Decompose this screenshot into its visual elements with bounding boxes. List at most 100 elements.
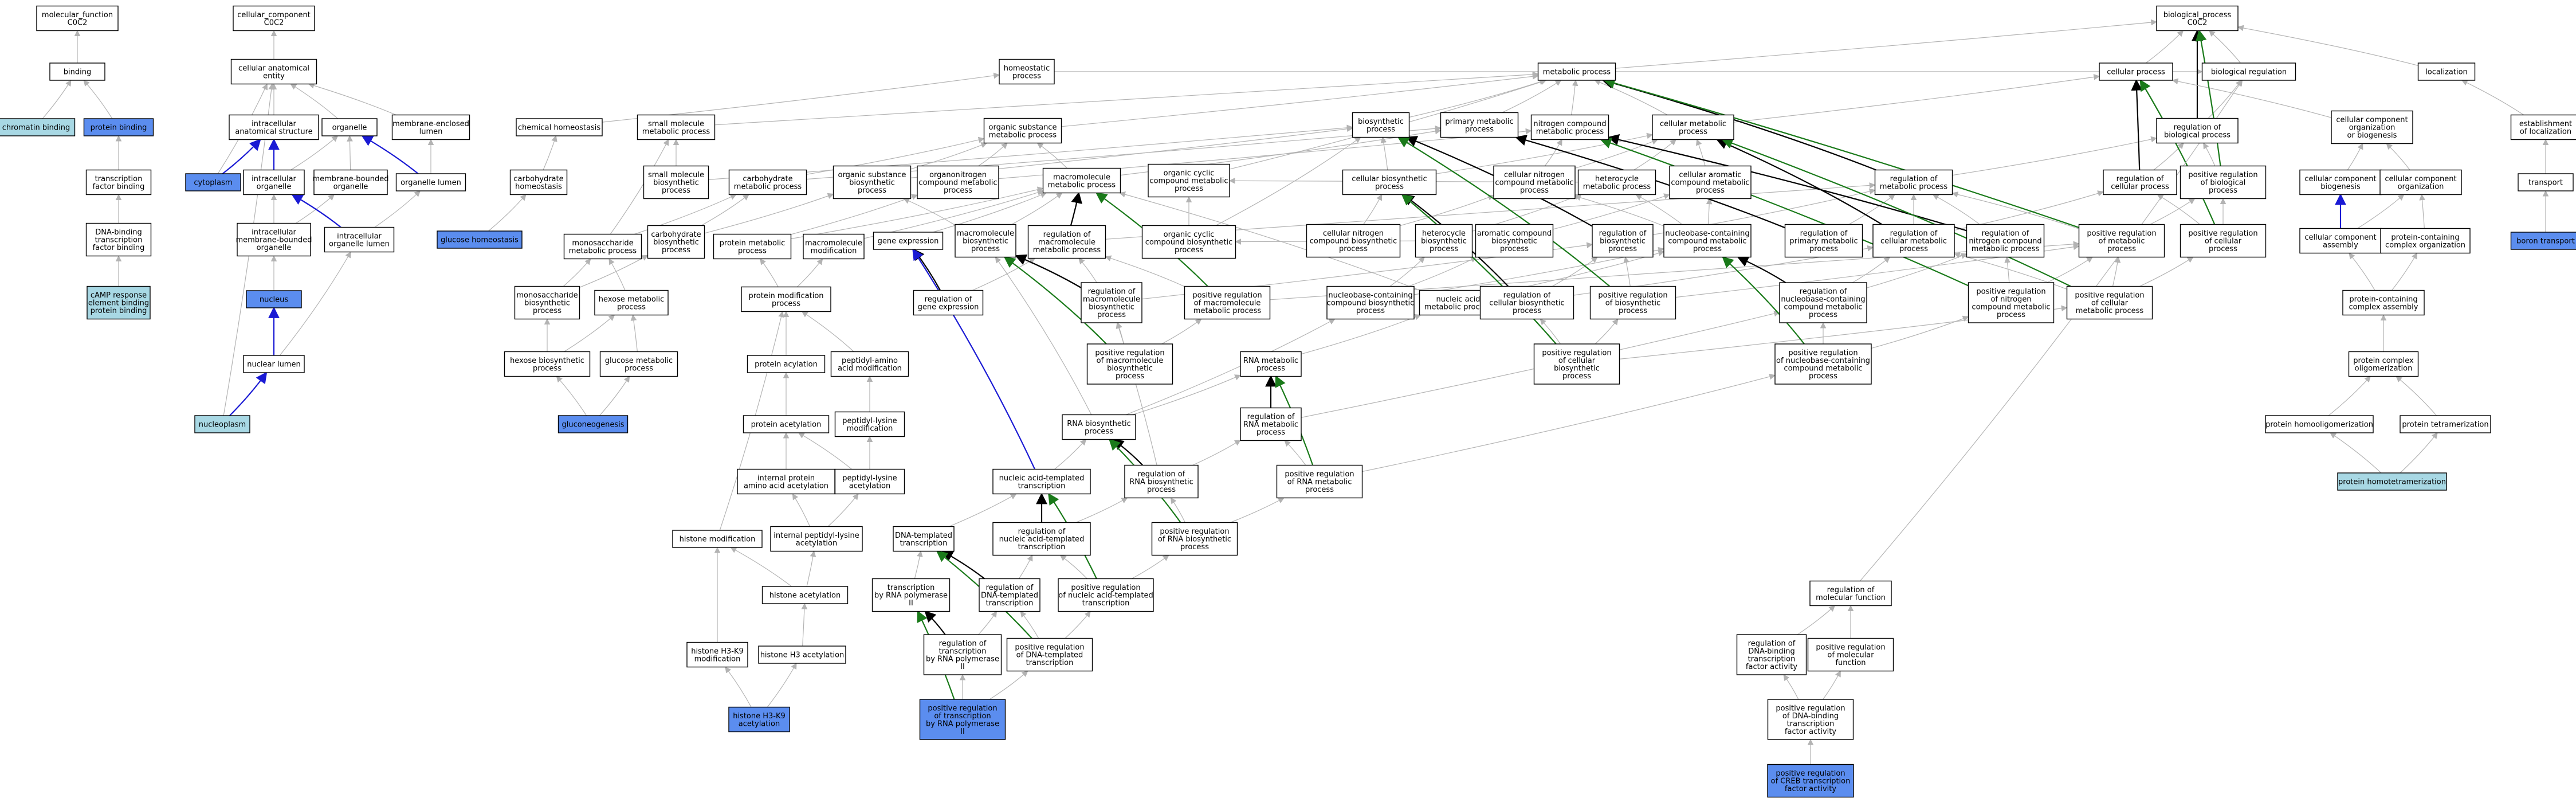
term-label-line: biosynthetic	[1491, 237, 1537, 246]
term-label-line: organelle lumen	[329, 240, 390, 248]
edge-positively-regulates	[1003, 256, 1107, 345]
term-label-line: by RNA polymerase	[874, 592, 948, 600]
edge-is-a	[1284, 440, 1306, 466]
edge-is-a	[1848, 194, 1895, 225]
term-label: metabolic process	[1543, 68, 1611, 77]
edge-is-a	[708, 124, 1353, 180]
edge-is-a	[1706, 198, 1713, 225]
term-label-line: cellular metabolic	[1660, 120, 1726, 128]
term-box	[2265, 415, 2374, 433]
term-label-line: protein acetylation	[751, 421, 822, 429]
term-label-line: histone modification	[680, 535, 756, 544]
term-box	[983, 118, 1062, 144]
edge-is-a	[792, 493, 811, 527]
term-box	[834, 411, 905, 437]
go-term-biological-regulation: biological regulation	[2201, 62, 2296, 81]
term-label-line: transcription	[95, 236, 143, 245]
edge-is-a	[1230, 497, 1285, 523]
term-label-line: transcription	[1787, 719, 1835, 728]
term-label-line: nucleic acid-templated	[999, 535, 1085, 544]
term-box	[230, 58, 317, 85]
term-box	[1006, 637, 1093, 672]
go-term-organelle: organelle	[321, 118, 378, 136]
edge-is-a	[2157, 194, 2200, 225]
term-label-line: peptidyl-lysine	[842, 417, 897, 425]
term-box	[834, 468, 905, 495]
term-label-line: of RNA metabolic	[1287, 478, 1352, 487]
term-box	[504, 351, 591, 377]
term-label-line: hexose biosynthetic	[510, 357, 584, 365]
term-box	[194, 415, 250, 433]
term-box	[999, 58, 1055, 85]
edge-is-a	[2208, 30, 2241, 64]
term-label-line: of molecular	[1827, 651, 1874, 660]
term-box	[2400, 415, 2491, 433]
term-label-line: positive regulation	[1776, 769, 1845, 778]
term-label-line: process	[1012, 72, 1041, 80]
edge-positively-regulates	[1401, 194, 1557, 345]
term-label-line: modification	[694, 655, 741, 663]
term-label-line: protein complex	[2353, 357, 2414, 365]
edge-is-a	[1623, 256, 1631, 287]
term-label-line: biosynthetic	[849, 179, 895, 187]
term-box	[509, 169, 568, 195]
edge-is-a	[556, 375, 587, 416]
term-label-line: cAMP response	[91, 291, 147, 300]
term-label-line: cytoplasm	[194, 179, 232, 187]
term-box	[599, 351, 678, 377]
term-box	[1148, 163, 1230, 198]
term-box	[833, 165, 912, 200]
term-label-line: localization	[2425, 68, 2468, 77]
term-label-line: assembly	[2323, 241, 2358, 249]
term-label-line: homeostasis	[515, 182, 562, 191]
term-box	[1530, 114, 1609, 140]
term-label-line: process	[662, 186, 690, 195]
term-label-line: metabolic process	[1424, 303, 1493, 311]
term-box	[514, 285, 580, 320]
edge-is-a	[1131, 554, 1169, 580]
go-term-nucleoplasm: nucleoplasm	[194, 415, 250, 433]
term-label-line: cellular component	[2336, 116, 2408, 124]
term-label-line: organization	[2349, 124, 2396, 132]
term-box	[2066, 285, 2153, 320]
term-label-line: biosynthetic	[1358, 118, 1404, 126]
term-label-line: compound biosynthetic	[1145, 238, 1233, 247]
edge-is-a	[610, 139, 669, 234]
term-label: nucleus	[260, 296, 288, 304]
term-label: protein acetylation	[751, 421, 822, 429]
go-term-histone-acet: histone acetylation	[761, 586, 849, 604]
term-box	[647, 225, 705, 259]
term-box	[1058, 578, 1154, 612]
edge-part-of	[291, 194, 341, 228]
term-box	[728, 169, 807, 195]
edge-regulates	[1070, 191, 1082, 226]
edge-is-a	[2004, 256, 2011, 283]
term-label-line: process	[1356, 307, 1385, 315]
term-label-line: of localization	[2520, 127, 2571, 136]
